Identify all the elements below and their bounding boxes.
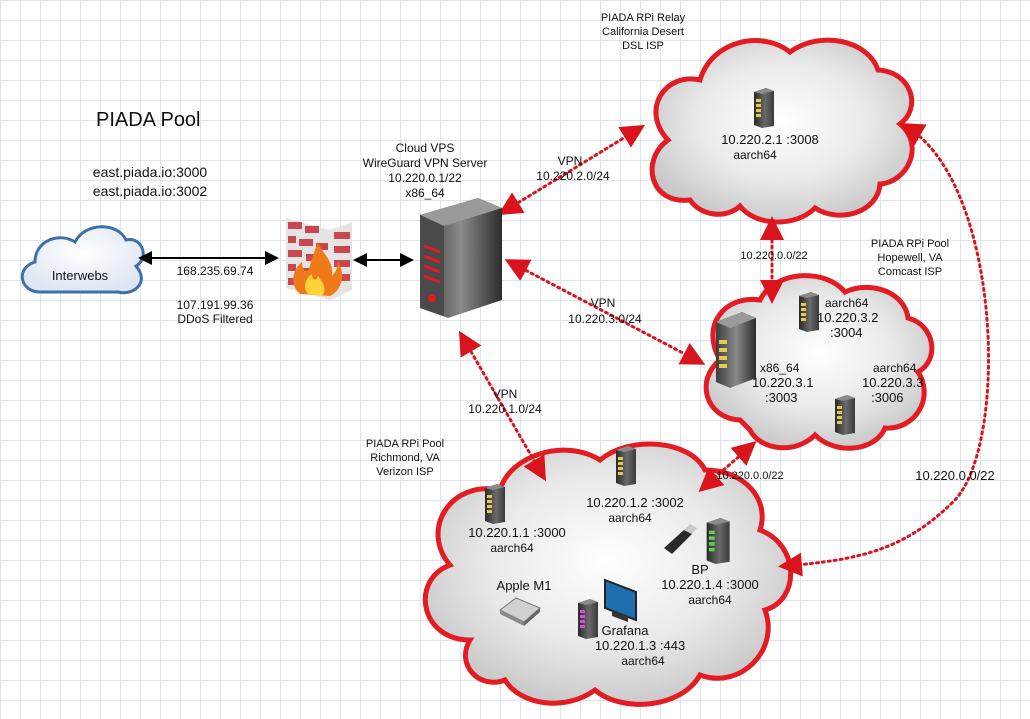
diagram-title: PIADA Pool [96,109,201,131]
richmond-node-1-ip: 10.220.1.1 :3000 [468,525,566,540]
interwebs-cloud [20,225,145,295]
relay-node-arch: aarch64 [733,148,777,162]
ddos-note: DDoS Filtered [177,312,253,326]
vpn-relay-label: VPN [557,154,583,168]
hopewell-server-3-icon [835,395,855,435]
vps-arch: x86_64 [405,186,445,200]
mac-mini-icon [499,597,541,626]
link-vps-hopewell [504,259,706,365]
firewall-icon [286,218,352,300]
hopewell-name: PIADA RPi Pool [870,238,950,250]
richmond-node-2-arch: aarch64 [608,511,652,525]
hopewell-node-3-port: :3006 [871,390,904,405]
vpn-relay-subnet: 10.220.2.0/24 [536,169,610,183]
hopewell-node-2-ip: 10.220.3.2 [817,310,879,325]
link-relay-richmond [778,123,990,577]
hopewell-node-2-arch: aarch64 [825,296,869,310]
public-ip-primary: 168.235.69.74 [176,264,254,278]
bp-name: BP [691,562,709,577]
bp-ip: 10.220.1.4 :3000 [661,577,759,592]
vpn-richmond-label: VPN [492,387,518,401]
relay-name: PIADA RPi Relay [600,12,686,24]
richmond-server-2-icon [616,446,636,486]
vps-ip: 10.220.0.1/22 [388,171,462,185]
vpn-hopewell-label: VPN [590,296,616,310]
relay-node-ip: 10.220.2.1 :3008 [721,132,819,147]
hopewell-server-2-icon [799,292,819,332]
hopewell-node-1-ip: 10.220.3.1 [752,375,814,390]
mesh-relay-hopewell-subnet: 10.220.0.0/22 [740,250,808,262]
vpn-richmond-subnet: 10.220.1.0/24 [468,402,542,416]
vps-name: Cloud VPS [395,141,455,155]
public-ip-secondary: 107.191.99.36 [176,298,254,312]
hopewell-node-2-port: :3004 [830,325,863,340]
vpn-hopewell-subnet: 10.220.3.0/24 [568,312,642,326]
grafana-ip: 10.220.1.3 :443 [594,638,686,653]
hopewell-node-3-ip: 10.220.3.3 [862,375,924,390]
hopewell-x86-server-icon [716,312,756,388]
hopewell-node-1-arch: x86_64 [760,361,800,375]
relay-isp: DSL ISP [622,40,664,52]
endpoint-3000: east.piada.io:3000 [92,164,208,180]
richmond-cloud [422,441,794,707]
vps-server-icon [420,198,502,318]
link-vps-relay [497,124,646,216]
hopewell-node-3-arch: aarch64 [873,361,917,375]
richmond-server-1-icon [485,484,505,524]
richmond-location: Richmond, VA [370,452,440,464]
hopewell-location: Hopewell, VA [877,252,943,264]
apple-m1-label: Apple M1 [496,578,552,593]
grafana-arch: aarch64 [621,654,665,668]
vps-role: WireGuard VPN Server [362,156,488,170]
relay-location: California Desert [602,26,684,38]
richmond-name: PIADA RPi Pool [365,438,445,450]
richmond-isp: Verizon ISP [376,466,434,478]
monitor-icon [604,578,637,622]
relay-server-icon [754,88,774,128]
grafana-name: Grafana [601,623,649,638]
hopewell-isp: Comcast ISP [877,266,943,278]
mesh-relay-richmond-subnet: 10.220.0.0/22 [915,468,995,483]
link-vps-richmond [458,330,547,482]
richmond-node-1-arch: aarch64 [490,541,534,555]
usb-stick-icon [664,524,697,554]
mesh-hopewell-richmond-subnet: 10.220.0.0/22 [716,470,784,482]
bp-arch: aarch64 [688,593,732,607]
bp-server-icon [706,518,730,564]
interwebs-label: Interwebs [51,268,109,283]
hopewell-node-1-port: :3003 [765,390,798,405]
richmond-node-2-ip: 10.220.1.2 :3002 [586,495,684,510]
link-hopewell-richmond [698,441,757,492]
endpoint-3002: east.piada.io:3002 [92,183,208,199]
